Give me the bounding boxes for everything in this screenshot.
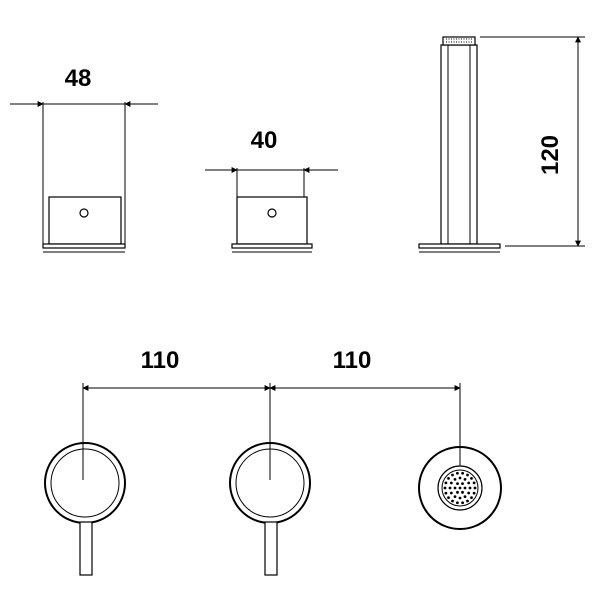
aerator-hole — [461, 501, 464, 505]
aerator-hole — [453, 477, 457, 481]
dimension-label-110-left: 110 — [141, 347, 180, 374]
aerator-hole — [461, 490, 464, 494]
aerator-hole — [461, 482, 464, 486]
aerator-hole — [458, 496, 462, 500]
dimension-label-110-right: 110 — [333, 347, 372, 374]
handle-hole — [79, 208, 89, 218]
side-view-handle-b: 40 — [205, 127, 338, 253]
aerator-hole — [448, 486, 452, 490]
aerator-hole — [453, 495, 457, 499]
aerator-hole — [456, 501, 459, 505]
aerator-hole — [451, 499, 454, 503]
aerator-hole — [447, 496, 450, 500]
aerator-hole — [461, 471, 464, 475]
aerator-hole — [449, 491, 453, 495]
dimension-label-40: 40 — [251, 127, 278, 154]
aerator-hole — [466, 499, 469, 503]
handle-lever — [79, 521, 93, 576]
handle-base-plate — [42, 243, 126, 249]
spout-aerator — [442, 36, 476, 46]
aerator-hole — [458, 486, 462, 490]
front-view-dimensions: 110 110 — [82, 347, 461, 480]
front-view-handle-center — [229, 442, 311, 576]
spout-escutcheon — [418, 446, 502, 530]
aerator-hole — [467, 481, 471, 485]
side-view-handle-a: 48 — [10, 65, 158, 253]
spout-base-plate — [418, 243, 501, 249]
aerator-hole — [443, 486, 447, 490]
aerator-hole — [451, 473, 454, 477]
aerator-hole — [467, 491, 471, 495]
aerator-hole — [470, 496, 473, 500]
spout-body — [440, 44, 478, 245]
aerator-hole — [449, 481, 453, 485]
aerator-hole — [456, 471, 459, 475]
aerator-hole — [456, 482, 459, 486]
aerator-hole — [453, 486, 457, 490]
front-view-spout — [418, 446, 502, 530]
aerator-hole — [463, 477, 467, 481]
spout-outlet-inner — [441, 469, 479, 507]
aerator-hole — [463, 495, 467, 499]
dimension-label-48: 48 — [65, 65, 92, 92]
front-view-handle-left — [44, 442, 126, 576]
aerator-hole — [472, 481, 476, 485]
handle-body — [48, 196, 122, 245]
handle-hole — [267, 208, 277, 218]
aerator-hole — [470, 476, 473, 480]
handle-escutcheon-inner — [235, 448, 305, 518]
handle-escutcheon-inner — [50, 448, 120, 518]
aerator-hole — [463, 486, 467, 490]
dimension-label-120: 120 — [537, 135, 564, 175]
handle-lever — [264, 521, 278, 576]
aerator-hole — [444, 481, 448, 485]
handle-body — [236, 196, 308, 245]
aerator-hole — [472, 491, 476, 495]
aerator-holes — [443, 471, 477, 505]
aerator-hole — [468, 486, 472, 490]
aerator-hole — [444, 491, 448, 495]
aerator-hole — [456, 490, 459, 494]
aerator-hole — [458, 476, 462, 480]
handle-escutcheon-outer — [44, 442, 126, 524]
handle-base-plate — [231, 243, 313, 249]
aerator-hole — [473, 486, 477, 490]
aerator-hole — [447, 476, 450, 480]
aerator-hole — [466, 473, 469, 477]
side-view-spout: 120 — [418, 36, 585, 253]
